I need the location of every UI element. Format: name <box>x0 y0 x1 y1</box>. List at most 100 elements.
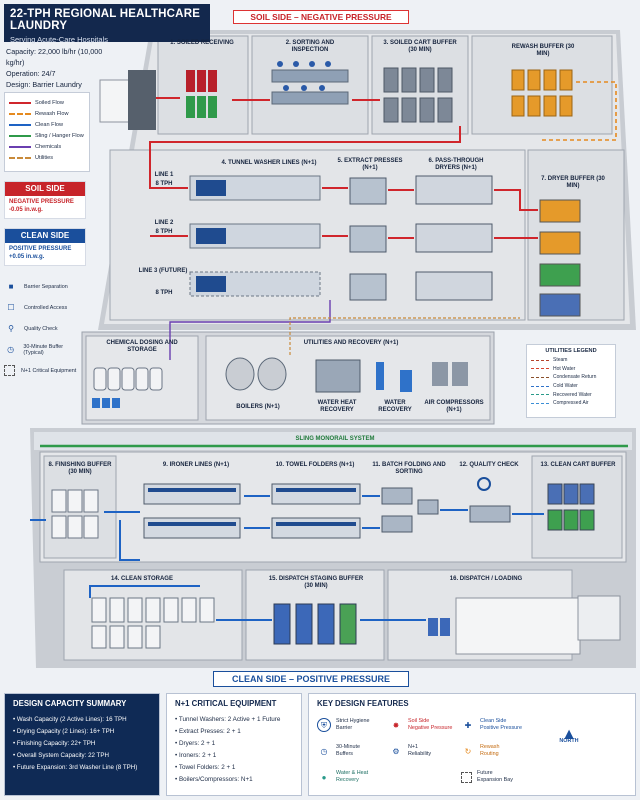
clean-side-label: CLEAN SIDE <box>5 229 85 243</box>
n1-item: • Extract Presses: 2 + 1 <box>175 728 241 735</box>
label-dryer-buffer: 7. DRYER BUFFER (30 MIN) <box>541 176 605 189</box>
label-finishing-buffer: 8. FINISHING BUFFER (30 MIN) <box>48 462 112 475</box>
clock-icon: ◷ <box>320 746 328 756</box>
clean-pressure-value: +0.05 in.w.g. <box>9 254 45 260</box>
n1-item: • Dryers: 2 + 1 <box>175 740 216 747</box>
finishing-hall <box>39 451 627 563</box>
soil-side-tag: SOIL SIDE NEGATIVE PRESSURE -0.05 in.w.g. <box>4 181 86 219</box>
n1-icon <box>4 365 15 376</box>
legend-row: Utilities <box>9 152 85 163</box>
utilities-legend-row: Compressed Air <box>531 399 611 408</box>
future-icon <box>461 771 472 783</box>
shield-icon: ⛨ <box>317 718 331 732</box>
capacity-item: • Wash Capacity (2 Active Lines): 16 TPH <box>13 716 127 723</box>
legend-row: Clean Flow <box>9 119 85 130</box>
utilities-legend-row: Cold Water <box>531 382 611 391</box>
soil-banner: SOIL SIDE – NEGATIVE PRESSURE <box>233 10 409 24</box>
clean-side-tag: CLEAN SIDE POSITIVE PRESSURE +0.05 in.w.g… <box>4 228 86 266</box>
north-arrow-icon: ▲ <box>561 726 577 743</box>
page-title: 22-TPH REGIONAL HEALTHCARE LAUNDRY <box>10 8 201 32</box>
label-line1-cap: 8 TPH <box>155 181 173 187</box>
rewash-room <box>471 35 613 135</box>
label-line3: LINE 3 (FUTURE) <box>138 268 188 274</box>
symbol-access: ☐Controlled Access <box>4 297 82 318</box>
soil-side-label: SOIL SIDE <box>5 182 85 196</box>
utilities-legend-row: Condensate Return <box>531 373 611 382</box>
n1-item: • Tunnel Washers: 2 Active + 1 Future <box>175 716 281 723</box>
symbol-buffer: ◷30-Minute Buffer (Typical) <box>4 339 82 360</box>
soil-dock-door <box>128 70 156 130</box>
rewash-icon: ↻ <box>464 746 472 756</box>
label-soiled-receiving: 1. SOILED RECEIVING <box>170 40 234 46</box>
label-dispatch-staging: 15. DISPATCH STAGING BUFFER (30 MIN) <box>268 576 364 589</box>
soil-pressure-value: -0.05 in.w.g. <box>9 207 43 213</box>
label-dryers: 6. PASS-THROUGH DRYERS (N+1) <box>428 158 484 171</box>
symbol-quality: ⚲Quality Check <box>4 318 82 339</box>
label-extract-presses: 5. EXTRACT PRESSES (N+1) <box>337 158 403 171</box>
capacity-item: • Overall System Capacity: 22 TPH <box>13 752 109 759</box>
capacity-item: • Drying Capacity (2 Lines): 16+ TPH <box>13 728 115 735</box>
label-air-comp: AIR COMPRESSORS (N+1) <box>424 400 484 413</box>
legend-row: Rewash Flow <box>9 108 85 119</box>
label-quality-check: 12. QUALITY CHECK <box>459 462 519 468</box>
clean-icon: ✚ <box>464 720 472 730</box>
sorting-room <box>251 35 369 135</box>
barrier-icon: ■ <box>8 282 14 291</box>
clean-pressure: POSITIVE PRESSURE <box>9 246 72 252</box>
n1-equipment-title: N+1 CRITICAL EQUIPMENT <box>175 699 277 708</box>
page-subtitle: Serving Acute-Care Hospitals <box>10 35 108 44</box>
spec-design: Design: Barrier Laundry <box>6 80 82 89</box>
label-clean-cart-buffer: 13. CLEAN CART BUFFER <box>540 462 616 468</box>
utilities-legend: UTILITIES LEGEND Steam Hot Water Condens… <box>526 344 616 418</box>
n1-item: • Towel Folders: 2 + 1 <box>175 764 236 771</box>
capacity-summary: DESIGN CAPACITY SUMMARY • Wash Capacity … <box>4 693 160 796</box>
label-dispatch-loading: 16. DISPATCH / LOADING <box>449 576 523 582</box>
capacity-item: • Future Expansion: 3rd Washer Line (8 T… <box>13 764 138 771</box>
utilities-legend-row: Recovered Water <box>531 390 611 399</box>
title-block: 22-TPH REGIONAL HEALTHCARE LAUNDRY Servi… <box>4 4 210 44</box>
check-icon: ⚲ <box>8 324 14 333</box>
spec-capacity: Capacity: 22,000 lb/hr (10,000 kg/hr) <box>6 47 103 67</box>
capacity-item: • Finishing Capacity: 22+ TPH <box>13 740 96 747</box>
label-line3-cap: 8 TPH <box>155 290 173 296</box>
label-tunnel-washers: 4. TUNNEL WASHER LINES (N+1) <box>221 160 317 166</box>
n1-equipment: N+1 CRITICAL EQUIPMENT • Tunnel Washers:… <box>166 693 302 796</box>
key-features-title: KEY DESIGN FEATURES <box>317 699 409 708</box>
utilities-legend-title: UTILITIES LEGEND <box>545 348 597 354</box>
n1-item: • Boilers/Compressors: N+1 <box>175 776 253 783</box>
label-line1: LINE 1 <box>154 172 174 178</box>
utilities-legend-row: Steam <box>531 356 611 365</box>
n1-item: • Ironers: 2 + 1 <box>175 752 217 759</box>
north-block: ▲NORTH <box>533 714 605 762</box>
dispatch-staging-room <box>245 569 385 661</box>
label-line2: LINE 2 <box>154 220 174 226</box>
symbol-key: ■Barrier Separation ☐Controlled Access ⚲… <box>4 276 82 381</box>
legend-row: Sling / Hanger Flow <box>9 130 85 141</box>
north-label: NORTH <box>559 738 579 744</box>
label-water-recovery: WATER RECOVERY <box>378 400 412 413</box>
symbol-n1: N+1 Critical Equipment <box>4 360 82 381</box>
label-line2-cap: 8 TPH <box>155 229 173 235</box>
label-rewash-buffer: REWASH BUFFER (30 MIN) <box>511 44 575 57</box>
soil-pressure: NEGATIVE PRESSURE <box>9 199 74 205</box>
specs-block: Capacity: 22,000 lb/hr (10,000 kg/hr) Op… <box>6 46 106 90</box>
soil-icon: ✸ <box>392 720 400 730</box>
label-sling: SLING MONORAIL SYSTEM <box>295 436 375 442</box>
label-towel-folders: 10. TOWEL FOLDERS (N+1) <box>275 462 355 468</box>
clean-cart-room <box>531 455 623 559</box>
dispatch-truck <box>455 597 581 655</box>
label-clean-storage: 14. CLEAN STORAGE <box>111 576 173 582</box>
clean-banner: CLEAN SIDE – POSITIVE PRESSURE <box>213 671 409 687</box>
utilities-legend-row: Hot Water <box>531 365 611 374</box>
